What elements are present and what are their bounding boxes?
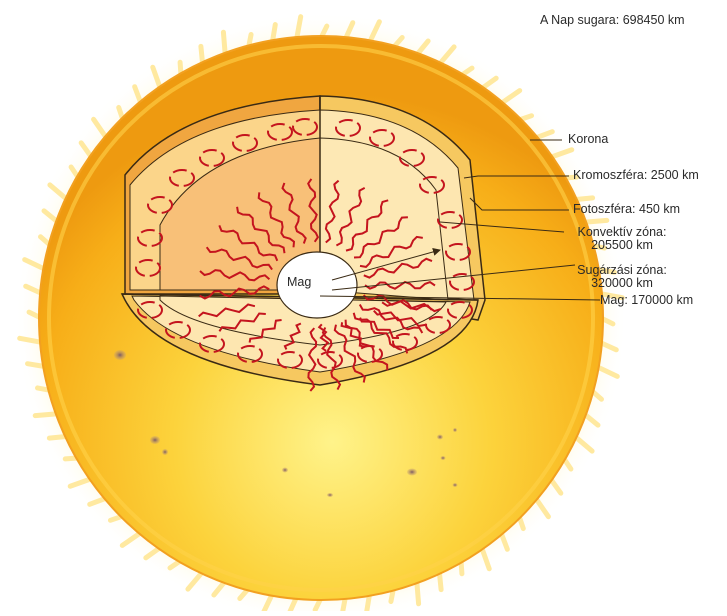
radiative-zone-depth: 320000 km xyxy=(566,277,678,290)
corona-ray xyxy=(584,220,607,222)
radiative-zone-name: Sugárzási zóna: xyxy=(566,264,678,277)
corona-ray xyxy=(417,581,419,604)
photosphere-label: Fotoszféra: 450 km xyxy=(573,203,680,216)
convective-zone-name: Konvektív zóna: xyxy=(566,226,678,239)
core-label: Mag: 170000 km xyxy=(600,294,693,307)
sun-radius-label: A Nap sugara: 698450 km xyxy=(540,14,685,27)
corona-ray xyxy=(223,32,225,55)
corona-ray xyxy=(35,414,58,416)
cutaway-section xyxy=(122,96,485,391)
radiative-zone-label: Sugárzási zóna: 320000 km xyxy=(566,264,678,289)
convective-zone-depth: 205500 km xyxy=(566,239,678,252)
chromosphere-label: Kromoszféra: 2500 km xyxy=(573,169,699,182)
core-inner-label: Mag xyxy=(287,276,311,289)
convective-zone-label: Konvektív zóna: 205500 km xyxy=(566,226,678,251)
corona-label: Korona xyxy=(568,133,608,146)
